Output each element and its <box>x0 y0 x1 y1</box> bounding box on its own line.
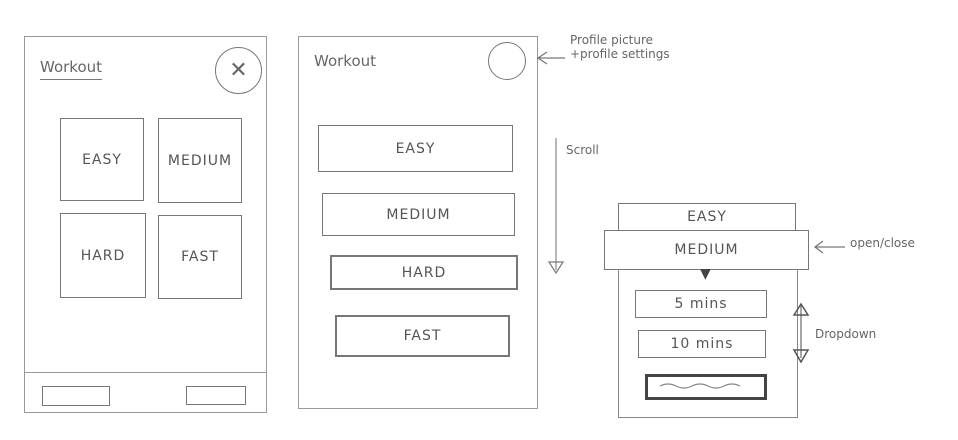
arrow-profile-head <box>536 51 548 65</box>
list-button-fast[interactable]: FAST <box>335 315 510 357</box>
tile-fast[interactable]: FAST <box>158 215 242 299</box>
list-button-easy[interactable]: EASY <box>318 125 513 172</box>
tile-medium[interactable]: MEDIUM <box>158 118 242 203</box>
screen-2-title: Workout <box>314 52 377 70</box>
bottom-button-right[interactable] <box>186 386 246 405</box>
profile-close-icon[interactable]: ✕ <box>215 47 262 94</box>
dropdown-arrow-down <box>792 349 810 364</box>
list-button-medium[interactable]: MEDIUM <box>322 193 515 236</box>
annotation-open-close: open/close <box>850 236 915 250</box>
scroll-arrow-head <box>547 261 565 275</box>
list-button-hard[interactable]: HARD <box>330 255 518 290</box>
arrow-open-close-head <box>813 240 824 254</box>
option-10-mins[interactable]: 10 mins <box>638 330 766 358</box>
screen-1-title: Workout <box>40 58 103 80</box>
tile-easy[interactable]: EASY <box>60 118 144 201</box>
annotation-dropdown: Dropdown <box>815 327 877 341</box>
option-selected-field[interactable] <box>645 374 767 400</box>
annotation-profile: Profile picture +profile settings <box>570 33 670 61</box>
level-medium-toggle[interactable]: MEDIUM <box>604 230 809 270</box>
screen-1-grid <box>24 36 267 413</box>
dropdown-arrow-up <box>792 302 810 316</box>
option-5-mins[interactable]: 5 mins <box>635 290 767 318</box>
screen-2-list <box>298 36 538 409</box>
annotation-profile-line2: +profile settings <box>570 47 670 61</box>
bottom-button-left[interactable] <box>42 386 110 406</box>
profile-picture-icon[interactable] <box>488 42 526 80</box>
annotation-profile-line1: Profile picture <box>570 33 654 47</box>
level-easy[interactable]: EASY <box>618 203 796 231</box>
arrow-down-icon: ▼ <box>700 266 711 282</box>
scribble-placeholder <box>659 383 741 389</box>
annotation-scroll: Scroll <box>566 143 599 157</box>
bottom-bar-divider <box>24 372 267 373</box>
tile-hard[interactable]: HARD <box>60 213 146 298</box>
